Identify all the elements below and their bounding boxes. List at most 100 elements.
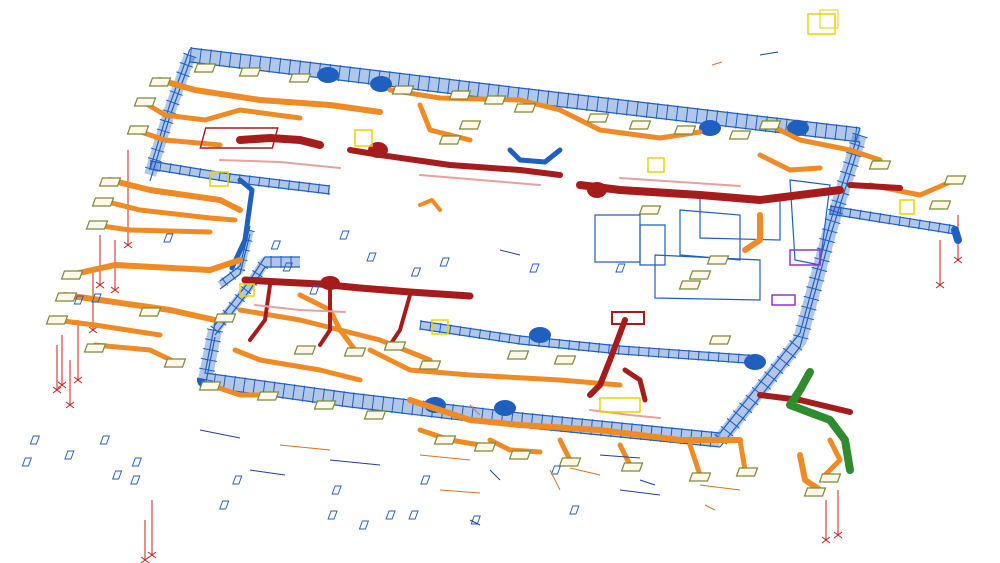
floor-grille-3 [366, 252, 377, 262]
hanger-11-foot2 [821, 536, 831, 544]
return-fitting-2 [787, 120, 809, 136]
floor-grille-5 [410, 267, 422, 277]
exhaust-branch-e [847, 182, 903, 191]
return-trunk-top-joints [189, 47, 861, 143]
accessory-purple-1 [789, 249, 821, 266]
diffuser-28 [198, 381, 222, 391]
floor-mark-6 [599, 454, 641, 459]
diffuser-17 [928, 200, 952, 210]
diffuser-2 [126, 125, 150, 135]
floor-grille-29 [529, 263, 540, 273]
equipment-yellow-5 [647, 157, 665, 173]
return-branch-upper-edge-top [149, 160, 331, 187]
return-fitting-6 [494, 400, 516, 416]
floor-grille-10 [21, 457, 32, 467]
floor-mark-9 [711, 61, 723, 66]
floor-grille-16 [219, 500, 230, 510]
floor-mark-5 [439, 489, 481, 494]
supply-main-north [157, 77, 383, 115]
terminal-layer [45, 63, 967, 497]
return-fitting-7 [529, 327, 551, 343]
floor-grille-1 [339, 230, 350, 240]
diffuser-14 [758, 120, 782, 130]
diffuser-50 [293, 345, 317, 355]
diffuser-33 [473, 442, 497, 452]
supply-drop-s3 [487, 437, 543, 455]
supply-branch-ne [767, 122, 883, 163]
supply-branch-se [797, 452, 823, 493]
exhaust-flex-2 [419, 174, 541, 186]
floor-mark-18 [469, 519, 481, 526]
return-fitting-1 [370, 76, 392, 92]
floor-grille-9 [29, 435, 40, 445]
diffuser-45 [553, 355, 577, 365]
floor-grille-18 [385, 510, 396, 520]
exhaust-main-mid [241, 276, 474, 300]
exhaust-fitting-3 [320, 276, 340, 290]
supply-branch-ne2 [757, 152, 823, 173]
diffuser-6 [391, 85, 415, 95]
floor-grille-14 [130, 475, 141, 485]
supply-stub [418, 198, 442, 212]
exhaust-flex-3 [619, 177, 741, 187]
floor-grille-11 [99, 435, 110, 445]
supply-branch-sw2 [52, 317, 163, 338]
diffuser-32 [433, 435, 457, 445]
diffuser-30 [313, 400, 337, 410]
return-trunk-bottom-edge-top [204, 322, 721, 434]
diffuser-4 [238, 67, 262, 77]
hanger-3-foot2 [57, 381, 67, 389]
return-fitting-0 [317, 67, 339, 83]
diffuser-48 [706, 255, 730, 265]
supply-branch-w2 [92, 222, 213, 235]
return-branch-mid-joints [419, 320, 761, 365]
floor-grille-8 [73, 295, 84, 305]
return-end-cap [951, 226, 962, 244]
diffuser-37 [688, 472, 712, 482]
hanger-9-foot2 [140, 556, 150, 563]
floor-mark-3 [419, 454, 471, 461]
floor-grille-20 [331, 485, 342, 495]
floor-mark-13 [469, 404, 481, 416]
supply-main-south [407, 397, 743, 443]
exhaust-plenum-n [199, 127, 279, 149]
exhaust-riser-s [587, 317, 628, 398]
exhaust-drop-3 [388, 293, 412, 347]
hanger-8-foot2 [147, 551, 157, 559]
supply-drop-s7 [687, 442, 703, 478]
diffuser-53 [418, 360, 442, 370]
floor-mark-16 [639, 479, 656, 486]
exhaust-branch-s [622, 367, 648, 403]
equipment-yellow-8 [431, 319, 449, 335]
equipment-yellow-9 [599, 397, 641, 413]
equipment-box-3 [679, 209, 741, 261]
diffuser-16 [943, 175, 967, 185]
return-branch-upper [149, 161, 331, 194]
supply-branch-mid3 [232, 347, 363, 383]
diffuser-41 [638, 205, 662, 215]
floor-grille-21 [470, 515, 481, 525]
floor-grille-27 [358, 520, 370, 530]
floor-mark-1 [279, 444, 331, 451]
supply-branch-n2 [132, 127, 223, 148]
exhaust-fitting-1 [368, 142, 388, 158]
floor-mark-2 [329, 459, 381, 466]
diffuser-49 [678, 280, 702, 290]
supply-main-southwest [67, 257, 243, 278]
diffuser-10 [586, 113, 610, 123]
exhaust-fitting-2 [587, 182, 607, 198]
floor-grille-4 [309, 285, 320, 295]
floor-grille-17 [327, 510, 338, 520]
diffuser-20 [85, 220, 109, 230]
supply-branch-sw3 [92, 342, 178, 365]
return-trunk-right-edge-bottom [719, 141, 861, 448]
return-fitting-3 [744, 354, 766, 370]
floor-mark-11 [569, 467, 601, 476]
floor-grille-6 [439, 257, 450, 267]
diffuser-11 [628, 120, 652, 130]
floor-grille-22 [420, 475, 431, 485]
equipment-yellow-1 [807, 13, 836, 35]
diffuser-1 [133, 97, 157, 107]
